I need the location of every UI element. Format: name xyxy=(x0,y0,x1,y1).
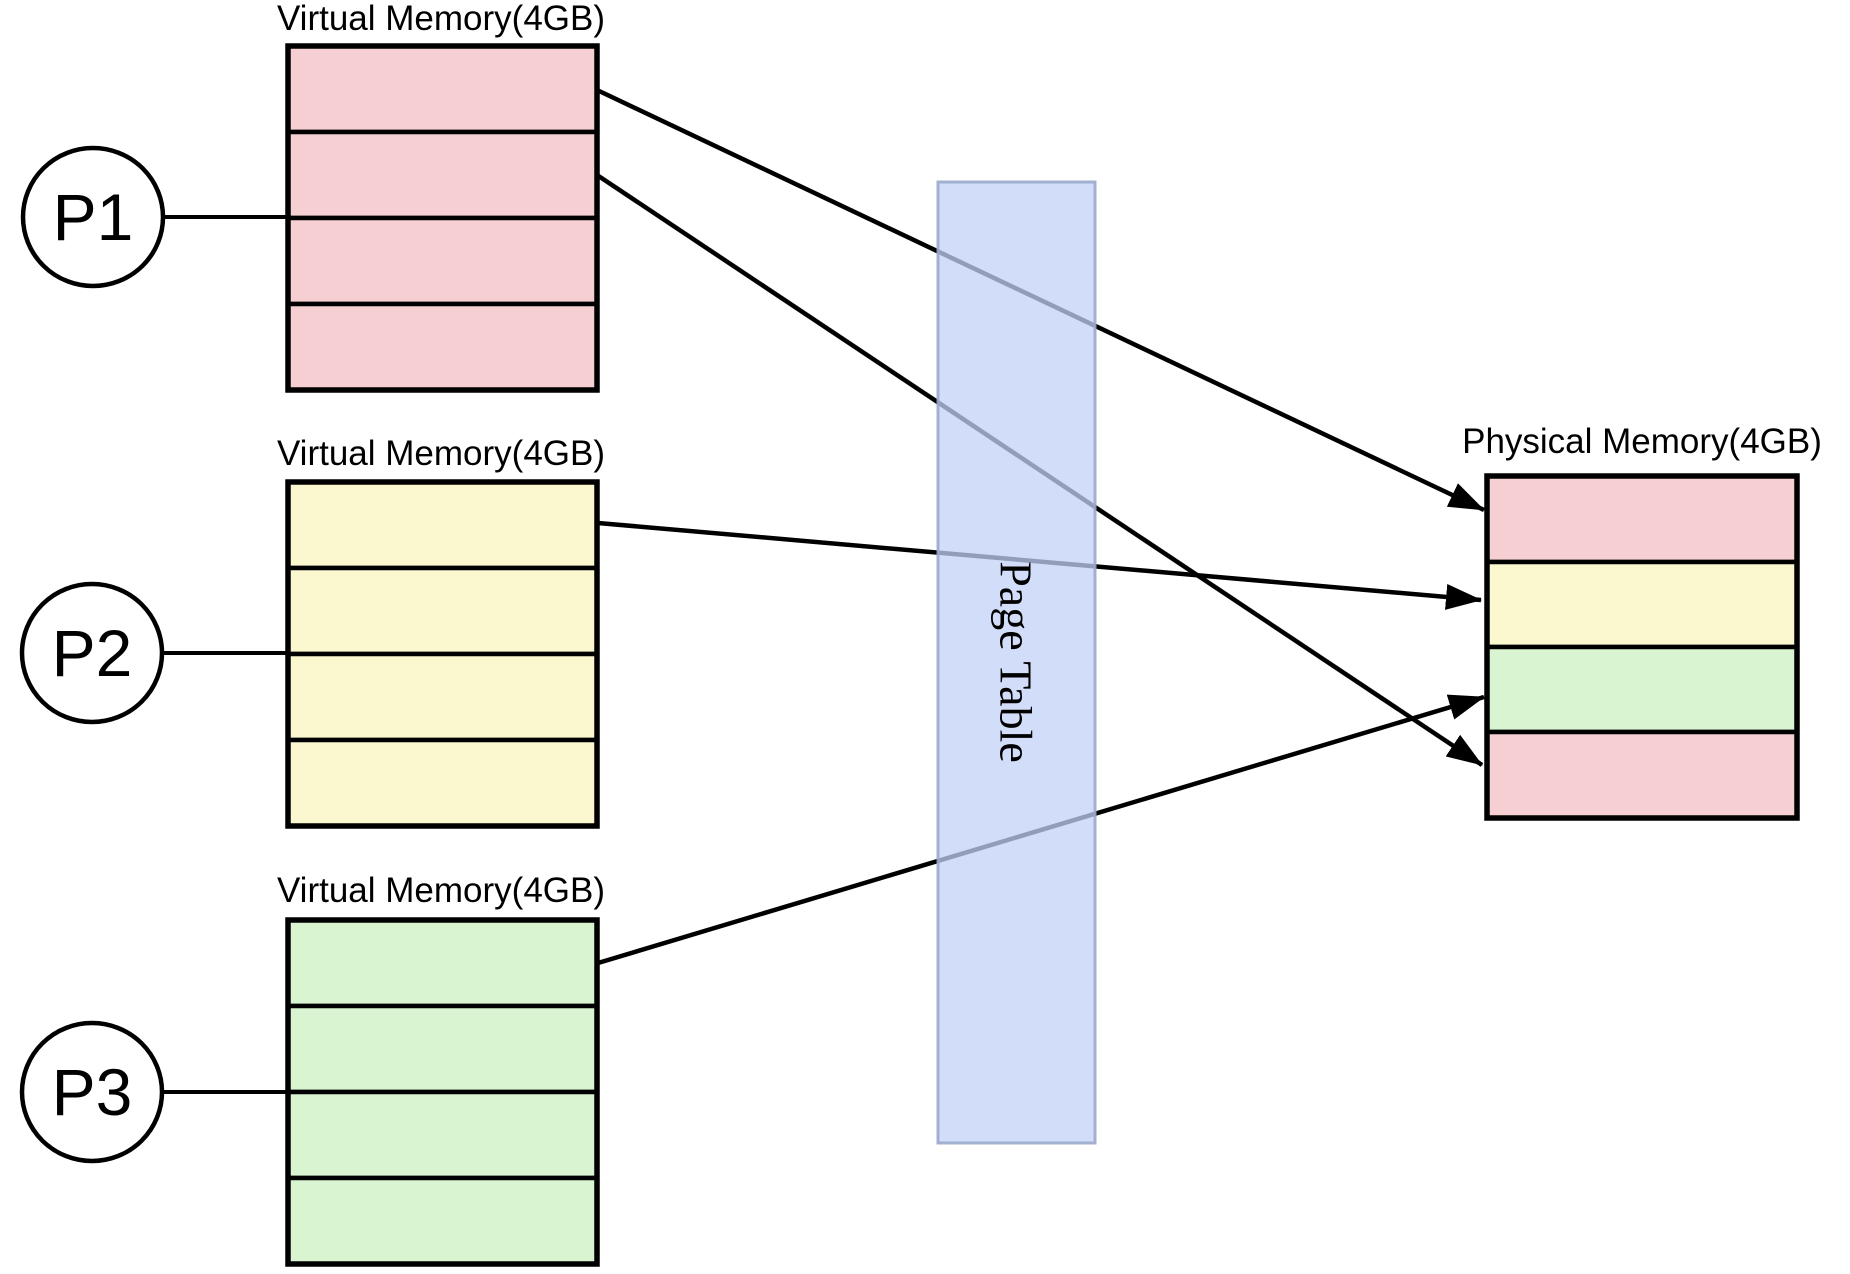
physical-frame-2 xyxy=(1484,559,1800,650)
virtual-memory-p1: Virtual Memory(4GB) xyxy=(277,0,605,393)
p2-circle xyxy=(19,581,165,725)
p1-label: P1 xyxy=(53,180,134,254)
p3-page-row-1 xyxy=(285,917,600,1009)
p2-page-row-4 xyxy=(285,737,600,829)
physical-frame-4 xyxy=(1484,729,1800,821)
physical-frame-1 xyxy=(1484,473,1800,565)
p3-page-row-3 xyxy=(285,1089,600,1181)
process-p2: P2 xyxy=(19,581,288,725)
p3-page-row-2 xyxy=(285,1003,600,1095)
p2-page-row-1 xyxy=(285,479,600,571)
p1-circle xyxy=(20,145,166,289)
process-p3: P3 xyxy=(19,1020,288,1164)
p2-page-row-2 xyxy=(285,565,600,657)
p3-page-row-4 xyxy=(285,1175,600,1267)
page-table: Page Table xyxy=(936,180,1097,1145)
p1-memory-outline xyxy=(285,43,600,393)
process-p1: P1 xyxy=(20,145,288,289)
virtual-memory-p2-title: Virtual Memory(4GB) xyxy=(277,434,605,473)
virtual-memory-p3-title: Virtual Memory(4GB) xyxy=(277,871,605,910)
p2-label: P2 xyxy=(52,616,133,690)
p3-label: P3 xyxy=(52,1055,133,1129)
p1-page-row-4 xyxy=(285,301,600,393)
physical-memory-outline xyxy=(1484,473,1800,821)
p1-page-row-1 xyxy=(285,43,600,135)
p3-memory-outline xyxy=(285,917,600,1267)
physical-memory-title: Physical Memory(4GB) xyxy=(1462,422,1822,461)
p3-circle xyxy=(19,1020,165,1164)
p1-page-row-3 xyxy=(285,215,600,307)
page-table-label: Page Table xyxy=(991,561,1042,763)
physical-frame-3 xyxy=(1484,644,1800,735)
page-table-rect xyxy=(936,180,1097,1145)
virtual-memory-p2: Virtual Memory(4GB) xyxy=(277,434,605,829)
virtual-memory-p1-title: Virtual Memory(4GB) xyxy=(277,0,605,38)
virtual-memory-p3: Virtual Memory(4GB) xyxy=(277,871,605,1267)
physical-memory: Physical Memory(4GB) xyxy=(1462,422,1822,821)
p1-page-row-2 xyxy=(285,129,600,221)
p2-memory-outline xyxy=(285,479,600,829)
p2-page-row-3 xyxy=(285,651,600,743)
